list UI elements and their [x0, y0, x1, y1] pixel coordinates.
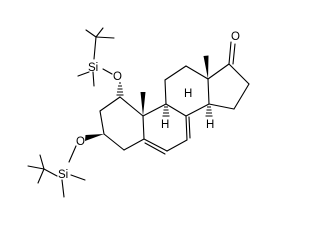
si-methyl-bond: [70, 174, 86, 181]
c3-oxygen-wedge: [85, 134, 104, 141]
tbu-silicon-bond: [93, 36, 97, 60]
o-si-bond: [68, 145, 77, 163]
h9-label: H: [161, 119, 169, 131]
lower-silicon-label: Si: [58, 169, 68, 181]
tbu-methyl-bond: [39, 154, 45, 170]
tbu-methyl-bond: [37, 168, 45, 184]
si-methyl-bond: [61, 179, 65, 198]
upper-tbs-group: [77, 27, 115, 87]
ketone-oxygen-label: O: [231, 31, 240, 43]
tbu-methyl-bond: [95, 27, 104, 38]
c18-methyl-wedge: [203, 55, 209, 79]
ring-d: [207, 63, 250, 110]
h14-hashed-bond: [205, 106, 213, 117]
ketone-double-bond: [228, 41, 236, 65]
c1-oxygen-label: O: [113, 71, 122, 83]
ring-c: [164, 65, 210, 117]
si-methyl-bond: [92, 71, 95, 87]
h14-label: H: [206, 119, 214, 131]
tbu-silicon-bond: [43, 168, 58, 177]
tbu-methyl-bond: [27, 165, 45, 170]
ring-a: [99, 96, 145, 151]
h8-label: H: [184, 88, 192, 100]
c1-oxygen-hashed-bond: [116, 82, 124, 96]
upper-silicon-label: Si: [88, 62, 98, 74]
c3-oxygen-label: O: [76, 136, 85, 148]
si-oxygen-bond: [102, 68, 113, 75]
steroid-structure-diagram: O O Si O Si H H H: [27, 27, 250, 198]
lower-tbs-group: [27, 145, 86, 198]
ring-b: [142, 103, 191, 155]
tbu-methyl-bond: [95, 36, 115, 39]
h9-hashed-bond: [162, 106, 170, 117]
tbu-methyl-bond: [85, 29, 97, 38]
si-methyl-bond: [77, 71, 90, 77]
c19-methyl-wedge: [140, 92, 146, 116]
